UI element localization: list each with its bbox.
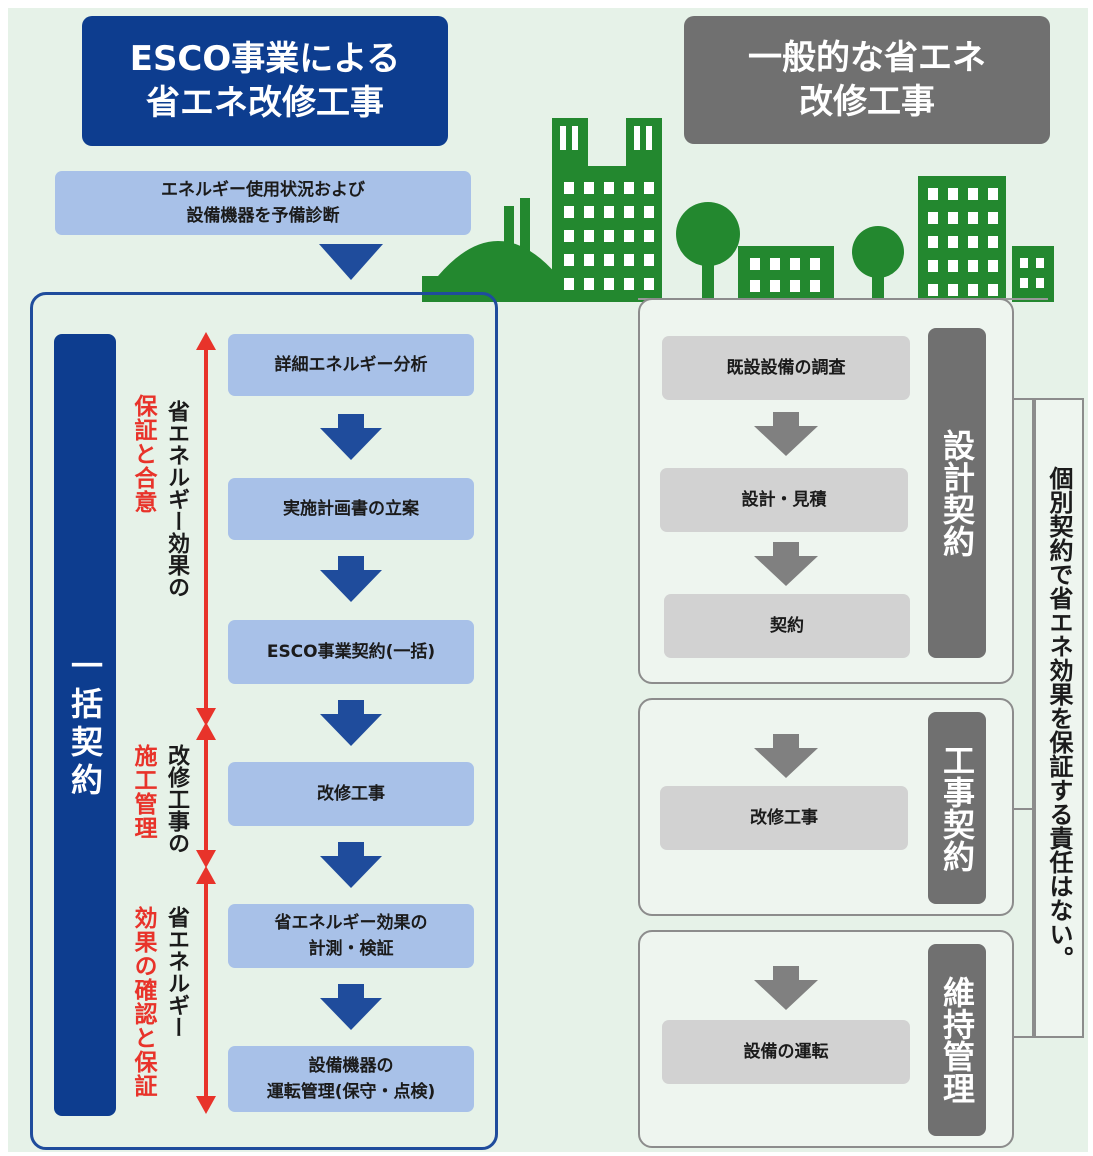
down-arrow-icon (320, 414, 382, 460)
esco-header: ESCO事業による 省エネ改修工事 (82, 16, 448, 146)
bulk-contract-bar: 一括契約 (54, 334, 116, 1116)
phase-3-double-arrow-icon (196, 866, 216, 1114)
right-step-4: 改修工事 (660, 786, 908, 850)
left-step-2: 実施計画書の立案 (228, 478, 474, 540)
design-contract-bar: 設計契約 (928, 328, 986, 658)
right-step-3: 契約 (664, 594, 910, 658)
maintenance-bar: 維持管理 (928, 944, 986, 1136)
phase-3-black: 省エネルギー (164, 906, 189, 1038)
diagram-canvas: ESCO事業による 省エネ改修工事 一般的な省エネ 改修工事 エネルギー使用状況… (8, 8, 1088, 1152)
left-step-4: 改修工事 (228, 762, 474, 826)
phase-3-red: 効果の確認と保証 (130, 906, 156, 1098)
maintenance-label: 維持管理 (938, 976, 976, 1104)
phase-2-black: 改修工事の (164, 744, 189, 854)
phase-1-red: 保証と合意 (130, 394, 156, 514)
construction-contract-label: 工事契約 (938, 744, 976, 872)
right-step-1: 既設設備の調査 (662, 336, 910, 400)
prediagnosis-box: エネルギー使用状況および 設備機器を予備診断 (55, 171, 471, 235)
left-step-6: 設備機器の 運転管理(保守・点検) (228, 1046, 474, 1112)
right-step-5: 設備の運転 (662, 1020, 910, 1084)
right-step-2: 設計・見積 (660, 468, 908, 532)
esco-frame (30, 292, 498, 1150)
down-arrow-icon (754, 966, 818, 1010)
note-connector (1014, 398, 1034, 1038)
bulk-contract-label: 一括契約 (66, 649, 104, 801)
general-header: 一般的な省エネ 改修工事 (684, 16, 1050, 144)
cityscape-illustration (422, 118, 1054, 302)
note-box: 個別契約で省エネ効果を保証する責任はない。 (1034, 398, 1084, 1038)
design-contract-label: 設計契約 (938, 429, 976, 557)
construction-contract-bar: 工事契約 (928, 712, 986, 904)
left-step-3: ESCO事業契約(一括) (228, 620, 474, 684)
down-arrow-icon (320, 700, 382, 746)
down-arrow-icon (320, 842, 382, 888)
down-arrow-icon (320, 556, 382, 602)
phase-1-double-arrow-icon (196, 332, 216, 726)
down-arrow-icon (320, 984, 382, 1030)
left-step-1: 詳細エネルギー分析 (228, 334, 474, 396)
down-arrow-icon (754, 734, 818, 778)
down-arrow-icon (319, 244, 383, 280)
note-connector-mid (1014, 808, 1034, 810)
phase-2-double-arrow-icon (196, 722, 216, 868)
down-arrow-icon (754, 542, 818, 586)
down-arrow-icon (754, 412, 818, 456)
left-step-5: 省エネルギー効果の 計測・検証 (228, 904, 474, 968)
phase-1-black: 省エネルギー効果の (164, 400, 189, 598)
note-text: 個別契約で省エネ効果を保証する責任はない。 (1045, 466, 1073, 970)
phase-2-red: 施工管理 (130, 744, 156, 840)
